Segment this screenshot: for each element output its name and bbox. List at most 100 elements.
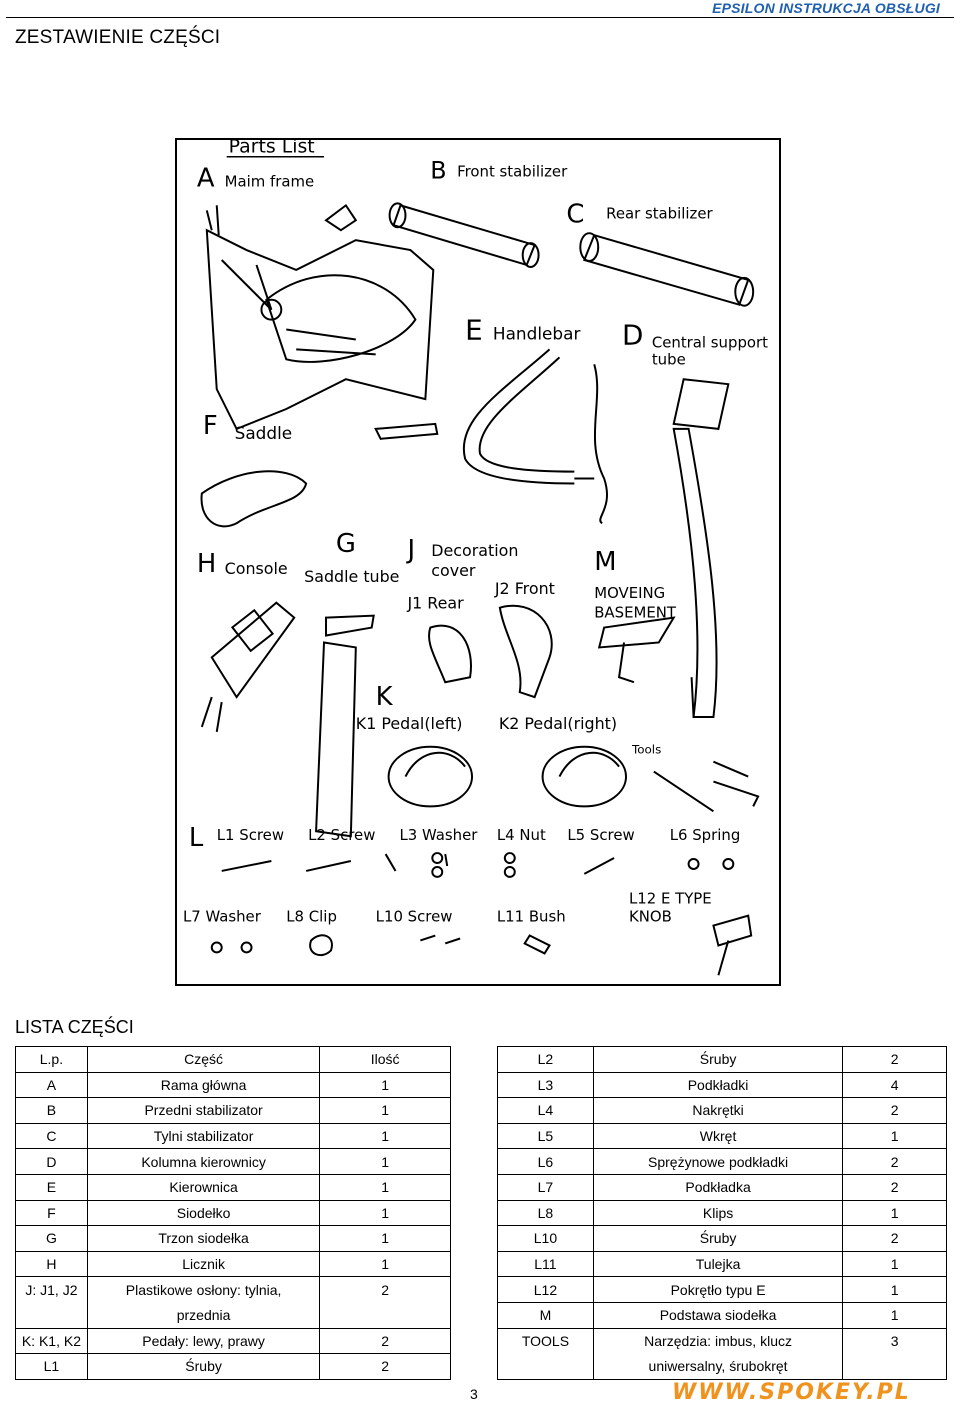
label-l2: L2 Screw: [308, 826, 375, 844]
table-row: L12 Pokrętło typu E 1: [497, 1276, 947, 1303]
cell-id: L3: [497, 1072, 594, 1099]
tools-drawing: [653, 760, 760, 813]
cell-qty: 4: [842, 1072, 947, 1099]
cell-id: A: [15, 1072, 88, 1099]
table-row: L8 Klips 1: [497, 1200, 947, 1227]
label-b-name: Front stabilizer: [457, 163, 568, 181]
cell-id: E: [15, 1174, 88, 1201]
cell-qty: 2: [842, 1097, 947, 1124]
label-j-name-2: cover: [431, 561, 476, 580]
cell-part: Przedni stabilizator: [86, 1097, 320, 1124]
label-l-letter: L: [189, 823, 204, 853]
label-j-name-1: Decoration: [431, 541, 518, 560]
cell-part: Śruby: [86, 1353, 320, 1380]
cell-qty: 1: [319, 1148, 451, 1175]
table-row: L4 Nakrętki 2: [497, 1097, 947, 1124]
label-e-name: Handlebar: [493, 323, 581, 343]
label-h-name: Console: [225, 559, 288, 578]
label-e-letter: E: [465, 313, 483, 346]
cell-id: G: [15, 1225, 88, 1252]
label-l11: L11 Bush: [497, 908, 566, 926]
cell-qty: 2: [319, 1328, 451, 1355]
cell-id: L1: [15, 1353, 88, 1380]
table-row: L3 Podkładki 4: [497, 1072, 947, 1099]
cell-id: L11: [497, 1251, 594, 1278]
table-row: K: K1, K2 Pedały: lewy, prawy 2: [15, 1328, 451, 1355]
handlebar-drawing: [462, 348, 608, 525]
table-row: B Przedni stabilizator 1: [15, 1097, 451, 1124]
cell-part: Narzędzia: imbus, klucz: [592, 1328, 843, 1354]
label-c-letter: C: [566, 199, 584, 229]
cell-part: Śruby: [592, 1225, 843, 1252]
table-row-continuation: przednia: [15, 1302, 451, 1329]
cell-qty: 1: [842, 1302, 947, 1329]
label-l7: L7 Washer: [183, 908, 262, 926]
label-tools: Tools: [631, 743, 661, 757]
cell-qty: 3: [842, 1328, 947, 1354]
table-row: E Kierownica 1: [15, 1174, 451, 1201]
label-m-name-2: BASEMENT: [594, 604, 677, 622]
cell-qty: 1: [319, 1225, 451, 1252]
label-d-name-1: Central support: [652, 333, 768, 351]
table-row: F Siodełko 1: [15, 1200, 451, 1227]
hardware-drawing: [210, 852, 753, 976]
cell-qty: 1: [319, 1123, 451, 1150]
table-row: G Trzon siodełka 1: [15, 1225, 451, 1252]
cell-id: J: J1, J2: [15, 1276, 88, 1303]
section-title: LISTA CZĘŚCI: [15, 1017, 134, 1037]
label-f-letter: F: [203, 411, 218, 441]
diagram-heading: Parts List: [229, 140, 315, 158]
label-l8: L8 Clip: [286, 908, 337, 926]
cell-part: Klips: [592, 1200, 843, 1227]
label-d-letter: D: [622, 318, 643, 351]
cell-part: Wkręt: [592, 1123, 843, 1150]
cell-part: Tylni stabilizator: [86, 1123, 320, 1150]
cell-qty: 1: [842, 1251, 947, 1278]
front-stabilizer-drawing: [388, 202, 540, 268]
cell-qty: 1: [319, 1174, 451, 1201]
cell-part: Licznik: [86, 1251, 320, 1278]
brand-header: EPSILON INSTRUKCJA OBSŁUGI: [712, 0, 940, 16]
website-link[interactable]: WWW.SPOKEY.PL: [672, 1380, 911, 1405]
moving-basement-drawing: [597, 616, 676, 684]
cell-part: Kierownica: [86, 1174, 320, 1201]
cell-qty: [319, 1302, 451, 1329]
cell-id: B: [15, 1097, 88, 1124]
cell-id: L4: [497, 1097, 594, 1124]
cell-id: L2: [497, 1046, 594, 1073]
cell-qty: 2: [842, 1174, 947, 1201]
label-j1: J1 Rear: [406, 594, 464, 613]
pedals-drawing: [387, 745, 628, 808]
table-row: H Licznik 1: [15, 1251, 451, 1278]
cell-part: Śruby: [592, 1046, 843, 1073]
parts-diagram: Parts List A Maim frame B Front stabiliz…: [175, 138, 781, 986]
cell-part: Nakrętki: [592, 1097, 843, 1124]
cell-part: Podstawa siodełka: [592, 1302, 843, 1329]
label-c-name: Rear stabilizer: [606, 204, 713, 222]
cell-qty: 1: [319, 1072, 451, 1099]
cell-id: L6: [497, 1148, 594, 1175]
cell-part: Tulejka: [592, 1251, 843, 1278]
label-l10: L10 Screw: [376, 908, 453, 926]
table-header-row: L.p. Część Ilość: [15, 1046, 451, 1073]
label-f-name: Saddle: [235, 423, 293, 443]
cell-qty: 1: [842, 1200, 947, 1227]
rear-stabilizer-drawing: [579, 232, 755, 307]
header-cell-part: Część: [86, 1046, 320, 1073]
cell-id: L7: [497, 1174, 594, 1201]
label-j-letter: J: [405, 535, 415, 565]
cell-part: Plastikowe osłony: tylnia,: [86, 1276, 320, 1303]
cell-part: Trzon siodełka: [86, 1225, 320, 1252]
cell-part: Pedały: lewy, prawy: [86, 1328, 320, 1355]
central-support-tube-drawing: [672, 378, 730, 718]
console-drawing: [200, 601, 296, 733]
table-row: A Rama główna 1: [15, 1072, 451, 1099]
cell-id: F: [15, 1200, 88, 1227]
header-cell-qty: Ilość: [319, 1046, 451, 1073]
decoration-covers-drawing: [428, 604, 553, 699]
cell-qty: [842, 1353, 947, 1380]
cell-qty: 2: [842, 1046, 947, 1073]
cell-id: M: [497, 1302, 594, 1329]
parts-illustration: Parts List A Maim frame B Front stabiliz…: [183, 140, 768, 976]
cell-id: [15, 1302, 88, 1329]
